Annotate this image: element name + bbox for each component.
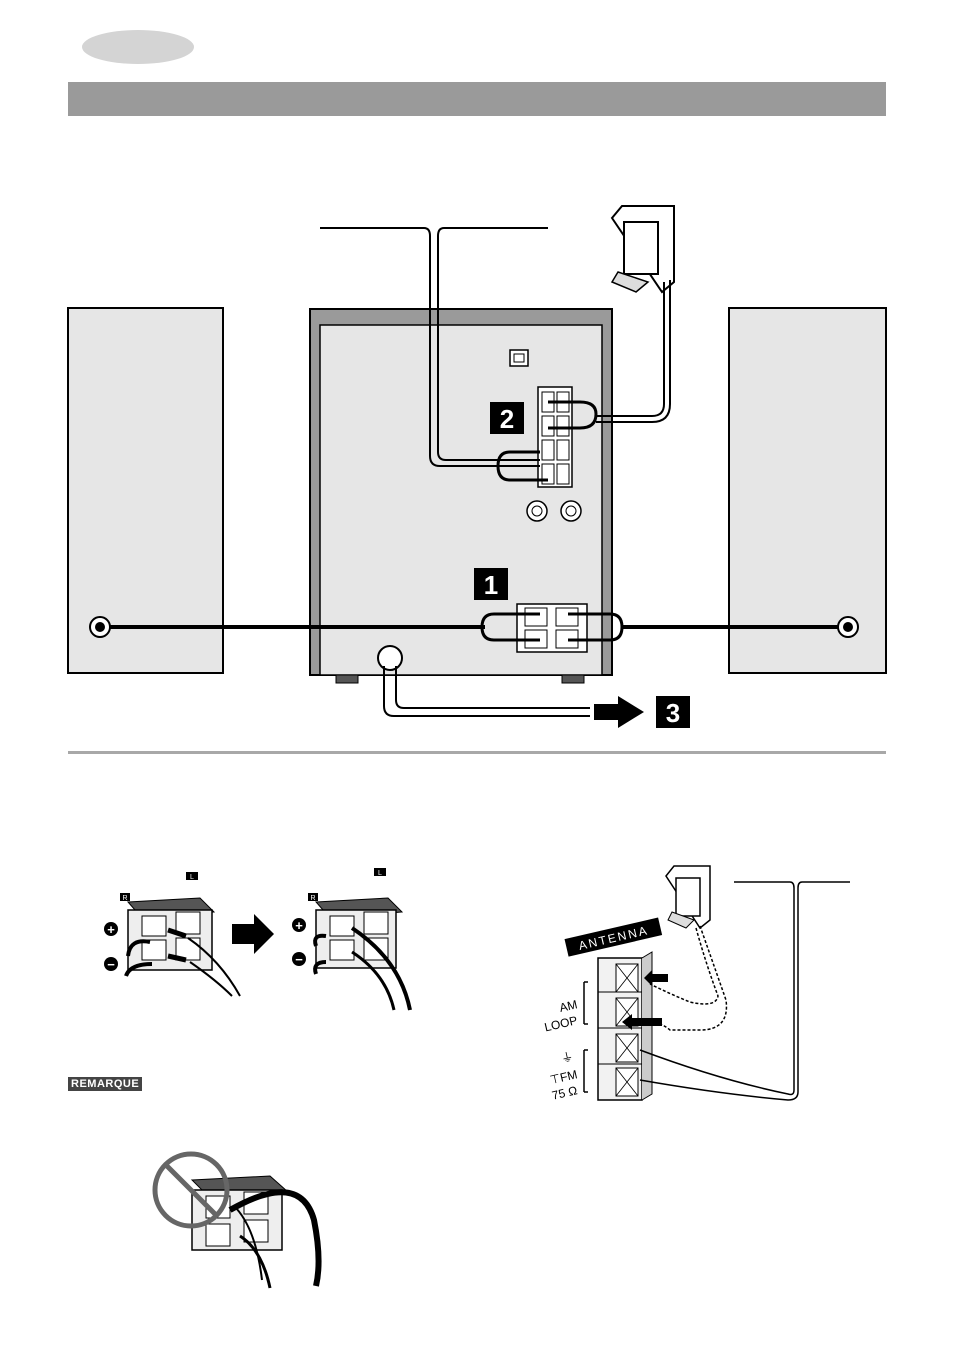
incorrect-connection-example (192, 1176, 319, 1288)
section-divider (68, 751, 886, 754)
terminal-before (126, 898, 240, 996)
am-label-line2: LOOP (543, 1013, 579, 1034)
svg-text:−: − (107, 957, 115, 972)
power-inlet (378, 646, 402, 670)
connection-diagram: 2 1 3 (0, 0, 954, 760)
antenna-terminal-stack (598, 952, 652, 1100)
svg-text:+: + (107, 922, 115, 937)
am-loop-antenna-small (640, 866, 726, 1030)
speaker-terminal-block (517, 604, 587, 652)
plus-icon (104, 922, 118, 936)
terminal-l-marker: L (190, 874, 194, 881)
right-speaker (729, 308, 886, 673)
fm-label-line2: 75 Ω (551, 1083, 579, 1102)
remarque-tag: REMARQUE (68, 1077, 142, 1091)
antenna-title-box (565, 918, 663, 957)
step-1-label: 1 (484, 570, 498, 600)
step-3-label: 3 (666, 698, 680, 728)
arrow-left-icon (644, 970, 668, 986)
antenna-title: ANTENNA (577, 923, 650, 953)
arrow-right-icon (594, 696, 644, 728)
prohibited-icon (155, 1154, 227, 1226)
minus-icon (104, 957, 118, 971)
rca-jack-left (527, 501, 547, 521)
terminal-after (315, 898, 410, 1010)
plus-icon (292, 918, 306, 932)
optical-port (510, 350, 528, 366)
terminal-l-marker-box (186, 872, 198, 880)
fm-ground-label: ⏚ (560, 1049, 575, 1065)
svg-text:−: − (295, 952, 303, 967)
fm-antenna-wire-small (640, 882, 850, 1100)
terminal-r-marker-box (120, 893, 130, 901)
svg-text:+: + (295, 918, 303, 933)
left-speaker (68, 308, 223, 673)
svg-text:L: L (378, 870, 382, 877)
step-2-label: 2 (500, 404, 514, 434)
terminal-r-marker: R (122, 895, 127, 902)
arrow-left-icon (622, 1014, 662, 1030)
fm-label-line1: ⊤FM (548, 1067, 578, 1087)
am-label-line1: AM (558, 997, 579, 1015)
minus-icon (292, 952, 306, 966)
rca-jack-right (561, 501, 581, 521)
svg-text:R: R (310, 895, 315, 902)
arrow-right-icon (232, 914, 274, 954)
